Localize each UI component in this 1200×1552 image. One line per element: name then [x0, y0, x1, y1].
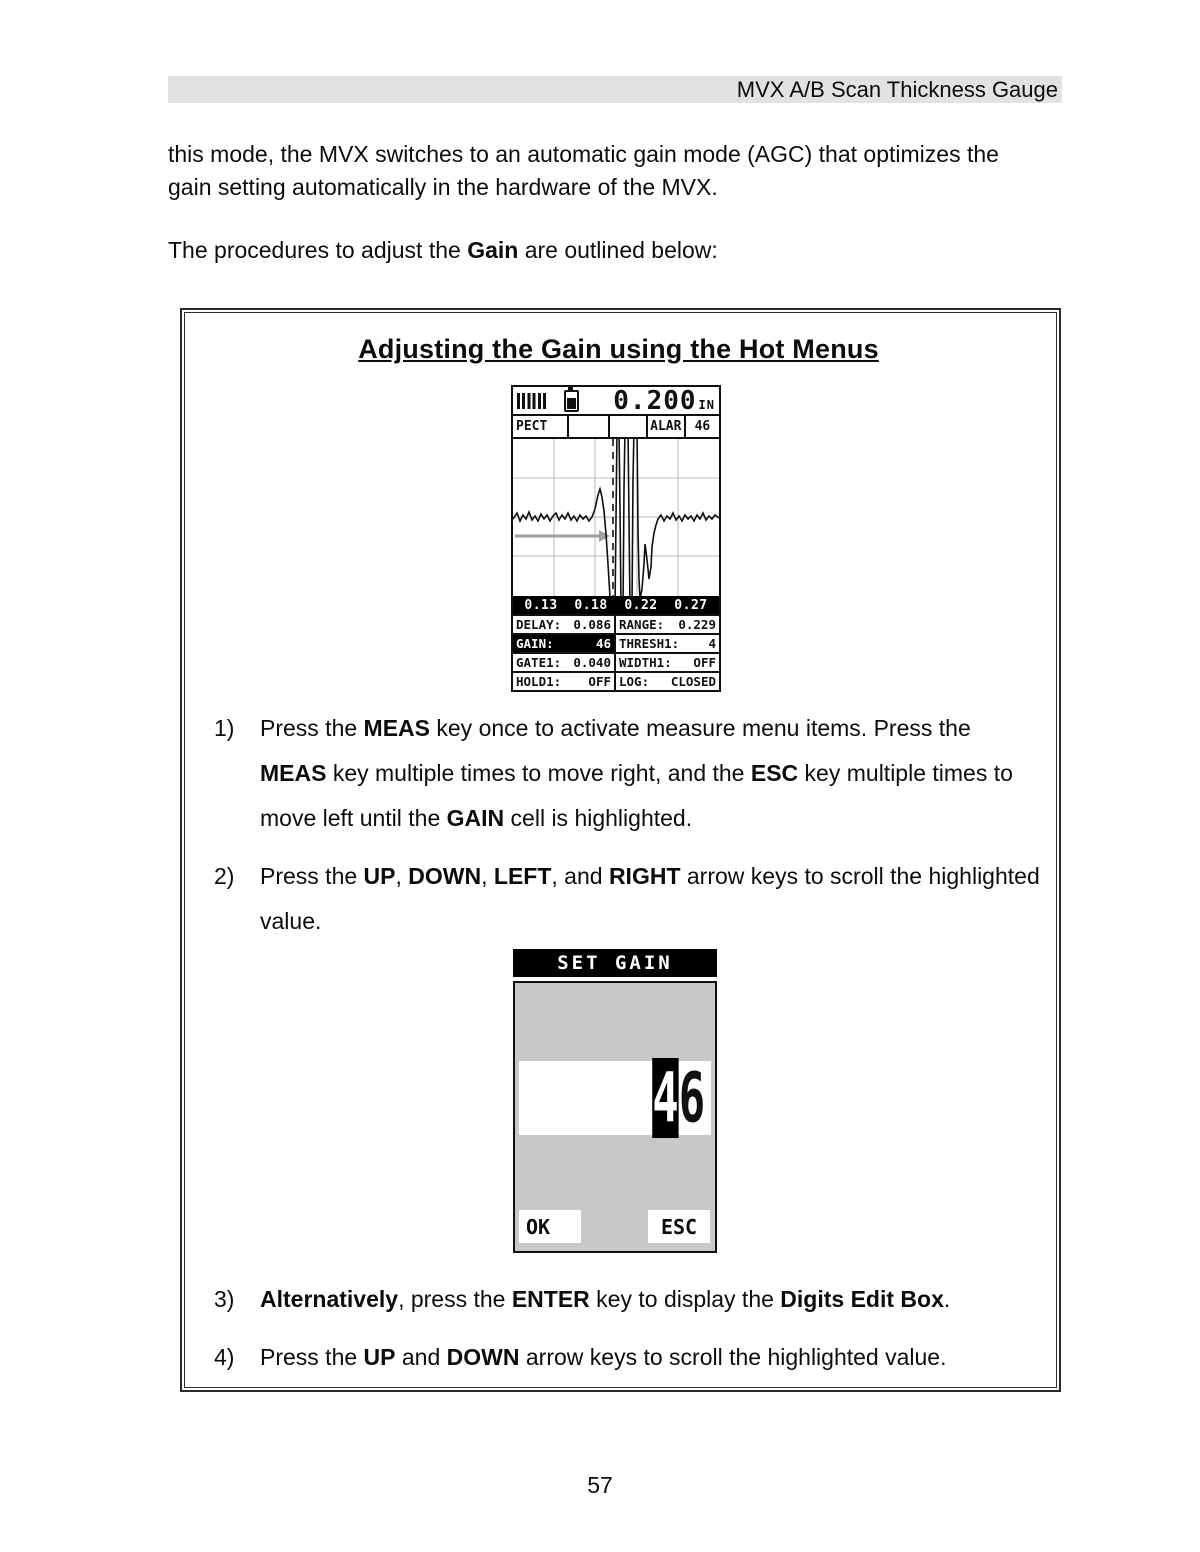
menu-row-hold-log: HOLD1: OFF LOG: CLOSED: [513, 673, 719, 690]
step-3: 3) Alternatively, press the ENTER key to…: [214, 1277, 1060, 1322]
menu-value: OFF: [693, 655, 716, 670]
highlighted-digit: 4: [652, 1057, 679, 1139]
menu-value: 0.229: [678, 617, 716, 632]
page-number: 57: [587, 1472, 613, 1498]
menu-label: DELAY:: [516, 617, 562, 632]
step-text: Press the MEAS key once to activate meas…: [260, 715, 1013, 831]
menu-value: 0.040: [573, 655, 611, 670]
step-number: 2): [214, 863, 235, 889]
step-2: 2) Press the UP, DOWN, LEFT, and RIGHT a…: [214, 854, 1060, 944]
figure-box: [180, 308, 1061, 1392]
step-number: 1): [214, 715, 235, 741]
menu-cell-range: RANGE: 0.229: [616, 616, 719, 633]
menu-value: CLOSED: [670, 674, 716, 689]
menu-value: 0.086: [573, 617, 611, 632]
gate-arrow-icon: [515, 530, 610, 542]
step-1: 1) Press the MEAS key once to activate m…: [214, 706, 1060, 841]
menu-row-gate-width: GATE1: 0.040 WIDTH1: OFF: [513, 654, 719, 673]
dialog-title-bar: SET GAIN: [513, 949, 717, 977]
esc-button: ESC: [648, 1210, 710, 1243]
ascan-waveform-svg: [513, 439, 719, 596]
menu-label: RANGE:: [619, 617, 665, 632]
thickness-units: IN: [698, 397, 715, 412]
menu-label: THRESH1:: [619, 636, 680, 651]
digits-edit-box: 46: [519, 1057, 711, 1139]
step-4: 4) Press the UP and DOWN arrow keys to s…: [214, 1335, 1060, 1380]
figure-title: Adjusting the Gain using the Hot Menus: [358, 334, 879, 364]
menu-cell-log: LOG: CLOSED: [616, 673, 719, 690]
menu-label: GAIN:: [516, 636, 554, 651]
menu-cell-gate1: GATE1: 0.040: [513, 654, 616, 671]
menu-value: OFF: [588, 674, 611, 689]
menu-label: GATE1:: [516, 655, 562, 670]
battery-icon: [564, 386, 579, 412]
page-header-title: MVX A/B Scan Thickness Gauge: [736, 76, 1058, 102]
gain-digits: 46: [652, 1054, 705, 1142]
menu-cell-gain-highlighted: GAIN: 46: [513, 635, 616, 652]
figure-box-inner-border: [184, 312, 1057, 1388]
step-number: 4): [214, 1344, 235, 1370]
menu-value: 46: [595, 636, 611, 651]
set-gain-dialog: SET GAIN 46 OK ESC: [513, 949, 717, 1253]
menu-value: 4: [708, 636, 716, 651]
gauge-lcd-screen: 0.200 IN PECT ALAR 46: [511, 385, 721, 692]
signal-strength-icon: [517, 392, 548, 409]
menu-label: WIDTH1:: [619, 655, 672, 670]
ok-button: OK: [519, 1210, 581, 1243]
status-cell-mode: PECT: [513, 416, 569, 437]
status-cell-gain: 46: [694, 419, 711, 434]
menu-row-gain-thresh: GAIN: 46 THRESH1: 4: [513, 635, 719, 654]
step-text: Press the UP and DOWN arrow keys to scro…: [260, 1344, 947, 1370]
depth-scale-bar: 0.13 0.18 0.22 0.27: [513, 596, 719, 614]
steps-1-2: 1) Press the MEAS key once to activate m…: [214, 706, 1060, 957]
page-header-bar: MVX A/B Scan Thickness Gauge: [168, 76, 1062, 103]
step-text: Press the UP, DOWN, LEFT, and RIGHT arro…: [260, 863, 1040, 934]
menu-row-delay-range: DELAY: 0.086 RANGE: 0.229: [513, 616, 719, 635]
status-cell-blank-2: [610, 416, 648, 437]
dialog-body: 46 OK ESC: [513, 981, 717, 1253]
hot-menu-table: DELAY: 0.086 RANGE: 0.229 GAIN: 46 THRES…: [513, 614, 719, 690]
menu-cell-delay: DELAY: 0.086: [513, 616, 616, 633]
thickness-value: 0.200: [613, 385, 697, 416]
lcd-top-row: 0.200 IN: [513, 386, 719, 416]
digit: 6: [678, 1057, 705, 1139]
status-cell-blank-1: [569, 416, 610, 437]
step-text: Alternatively, press the ENTER key to di…: [260, 1286, 951, 1312]
menu-cell-thresh1: THRESH1: 4: [616, 635, 719, 652]
menu-label: HOLD1:: [516, 674, 562, 689]
menu-cell-width1: WIDTH1: OFF: [616, 654, 719, 671]
ascan-waveform-plot: [513, 439, 719, 596]
step-number: 3): [214, 1286, 235, 1312]
menu-cell-hold1: HOLD1: OFF: [513, 673, 616, 690]
status-cell-alarm: ALAR: [648, 416, 686, 437]
intro-paragraph-2: The procedures to adjust the Gain are ou…: [168, 237, 718, 263]
lcd-status-row: PECT ALAR 46: [513, 416, 719, 439]
steps-3-4: 3) Alternatively, press the ENTER key to…: [214, 1277, 1060, 1393]
menu-label: LOG:: [619, 674, 650, 689]
echo-waveform-trace: [513, 439, 719, 596]
intro-paragraph-1: this mode, the MVX switches to an automa…: [168, 141, 999, 200]
thickness-reading: 0.200 IN: [579, 386, 715, 416]
